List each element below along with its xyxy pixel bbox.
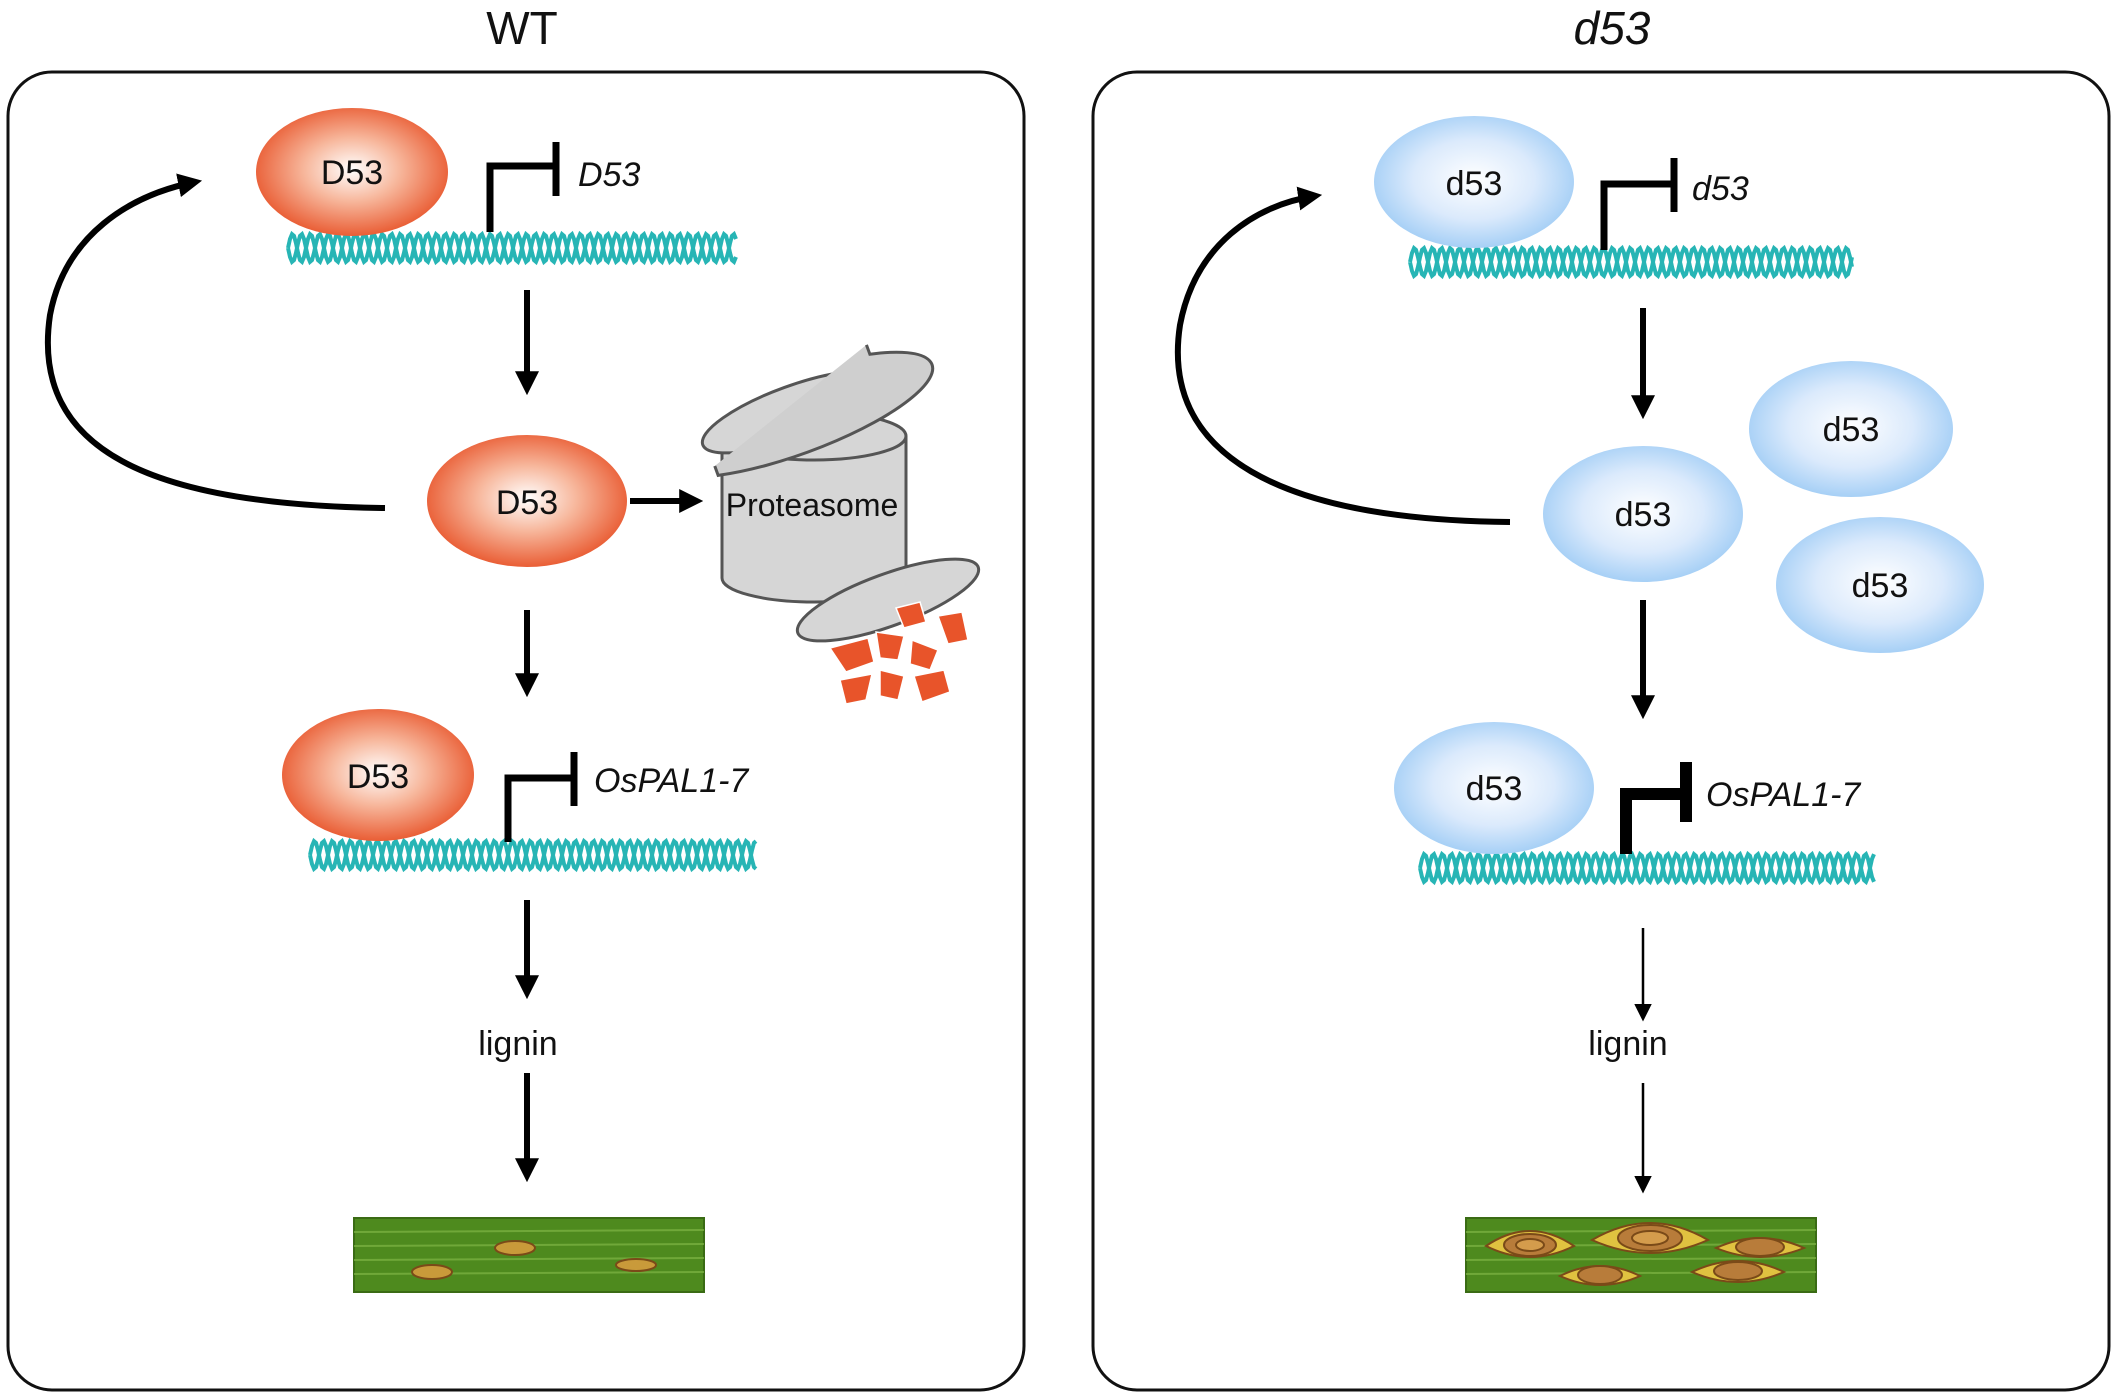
wt-gene-top-label: D53 (578, 156, 640, 194)
mutant-protein-top: d53 (1374, 116, 1574, 248)
wt-leaf-lesions (411, 1240, 657, 1280)
wt-protein-top-label: D53 (321, 154, 383, 192)
mutant-protein-mid-label: d53 (1615, 496, 1672, 534)
wt-protein-bottom-label: D53 (347, 758, 409, 796)
mutant-promoter-bottom (1620, 762, 1692, 854)
proteasome: Proteasome (700, 344, 981, 643)
wt-promoter-bottom (504, 752, 578, 842)
mutant-protein-extra-1: d53 (1749, 361, 1953, 497)
proteasome-label: Proteasome (726, 487, 899, 523)
degraded-fragments (828, 601, 969, 705)
mutant-protein-bottom-label: d53 (1466, 770, 1523, 808)
mutant-panel-frame (1091, 70, 2111, 1392)
wt-feedback-arrow (44, 173, 386, 511)
proteasome-lid-bottom (795, 557, 981, 643)
mutant-panel-title: d53 (1574, 2, 1651, 54)
wt-protein-top: D53 (256, 108, 448, 236)
wt-panel-title: WT (486, 2, 558, 54)
wt-protein-mid: D53 (427, 435, 627, 567)
wt-gene-bottom-label: OsPAL1-7 (594, 762, 749, 800)
wt-protein-bottom: D53 (282, 709, 474, 841)
wt-leaf (353, 1217, 705, 1293)
mutant-protein-top-label: d53 (1446, 165, 1503, 203)
mutant-dna-helix-top (1408, 244, 1854, 280)
mutant-leaf (1465, 1217, 1817, 1293)
mutant-panel: d53 d53 d53 d53 d53 d53 OsPAL1-7 (1174, 116, 1984, 1293)
mutant-protein-bottom: d53 (1394, 722, 1594, 854)
mutant-lignin-label: lignin (1588, 1025, 1667, 1063)
wt-panel-frame (6, 70, 1026, 1392)
wt-dna-helix-top (286, 230, 738, 266)
mutant-protein-extra-2: d53 (1776, 517, 1984, 653)
wt-panel: D53 D53 D53 Proteasome (44, 108, 981, 1293)
mutant-gene-top-label: d53 (1692, 170, 1749, 208)
wt-protein-mid-label: D53 (496, 484, 558, 522)
mutant-promoter-top (1600, 158, 1678, 250)
mutant-protein-extra-1-label: d53 (1823, 411, 1880, 449)
mutant-feedback-arrow (1174, 186, 1511, 525)
wt-lignin-label: lignin (478, 1025, 557, 1063)
mutant-protein-extra-2-label: d53 (1852, 567, 1909, 605)
wt-promoter-top (486, 142, 560, 232)
mutant-leaf-lesions (1484, 1222, 1807, 1286)
wt-dna-helix-bottom (308, 837, 758, 873)
mutant-dna-helix-bottom (1418, 850, 1876, 886)
mutant-gene-bottom-label: OsPAL1-7 (1706, 776, 1861, 814)
mutant-protein-mid: d53 (1543, 446, 1743, 582)
